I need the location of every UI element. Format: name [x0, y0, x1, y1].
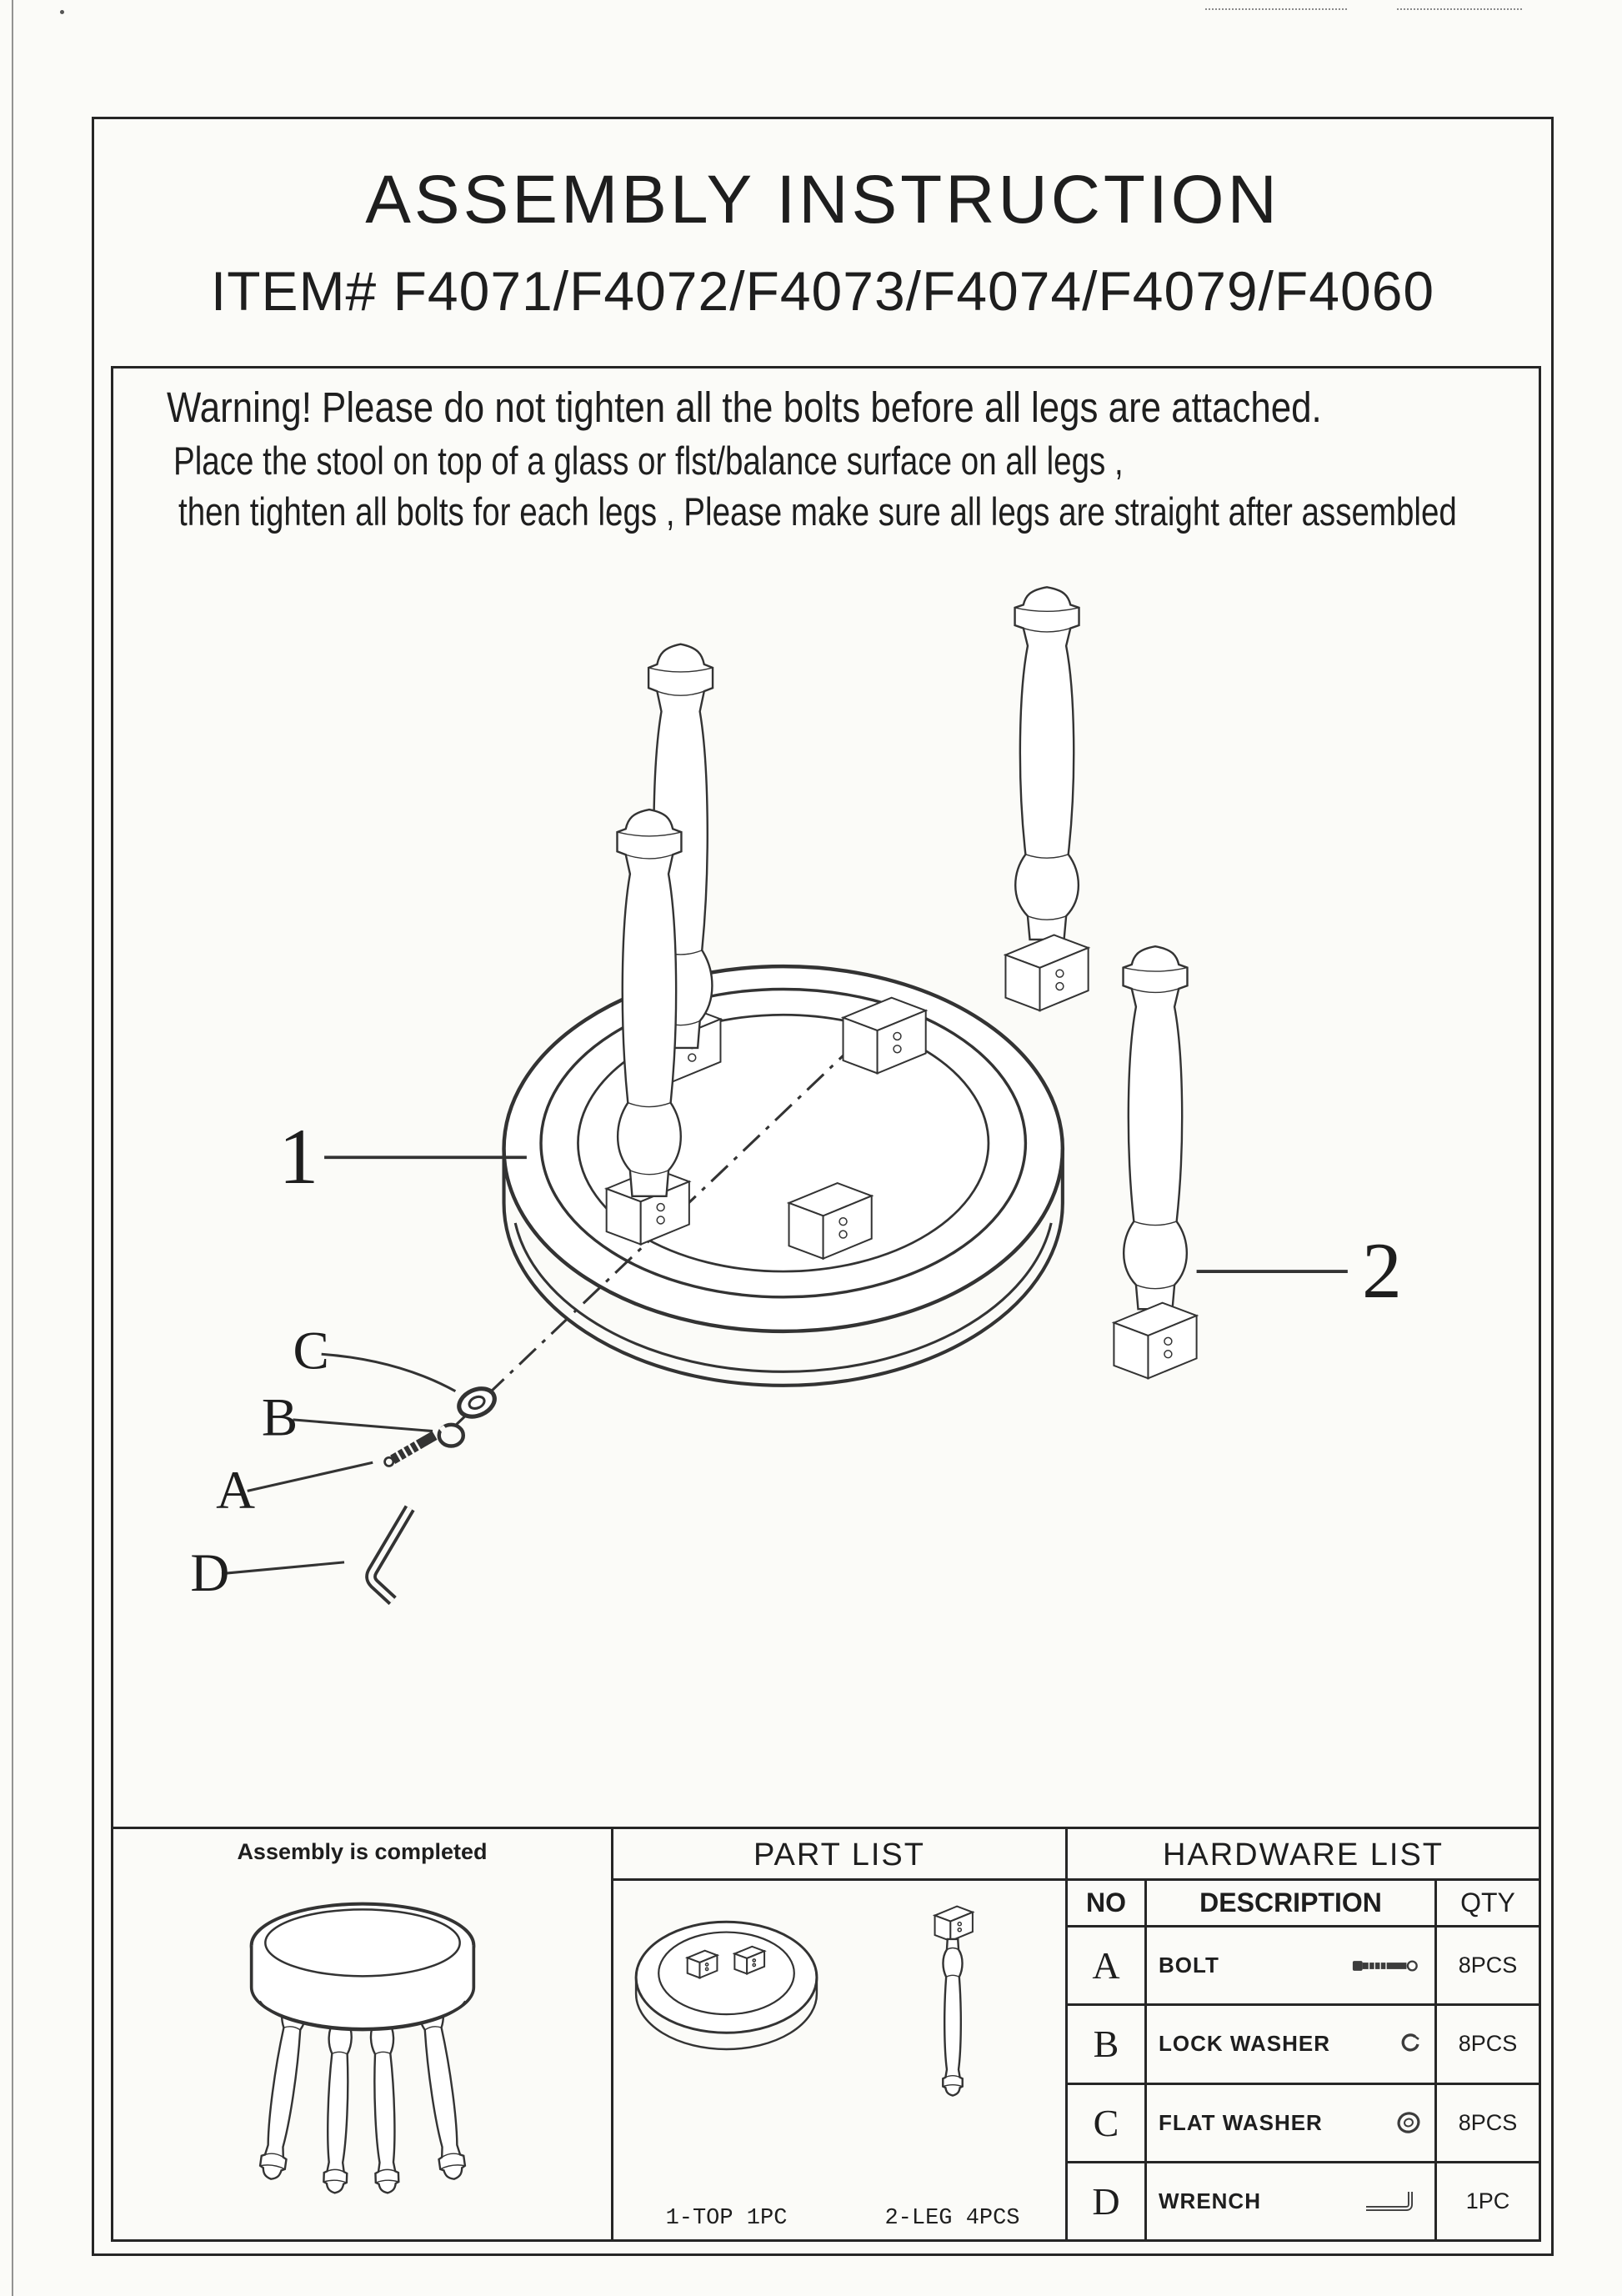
hardware-row-letter: B [1068, 2006, 1147, 2083]
hardware-row-qty: 8PCS [1458, 2031, 1518, 2057]
warning-line-1: Warning! Please do not tighten all the b… [167, 384, 1322, 431]
part-top-caption: 1-TOP 1PC [665, 2206, 788, 2231]
leg-block [1112, 1301, 1199, 1381]
warning-text: Warning! Please do not tighten all the b… [113, 368, 1539, 537]
page-title: ASSEMBLY INSTRUCTION [365, 162, 1280, 238]
hardware-row: B LOCK WASHER 8PCS [1068, 2006, 1539, 2085]
callout-line-bolt [247, 1461, 373, 1492]
item-number-line: ITEM# F4071/F4072/F4073/F4074/F4079/F406… [210, 260, 1435, 322]
hardware-row-qty: 1PC [1465, 2188, 1510, 2213]
lock-washer-icon [1401, 2033, 1419, 2052]
callout-label-flat-washer: C [293, 1321, 328, 1381]
scan-edge-line [12, 0, 13, 2296]
hardware-row-description-cell: WRENCH [1147, 2163, 1437, 2239]
hardware-row: A BOLT [1068, 1928, 1539, 2007]
stool-leg-detached [1124, 946, 1188, 1309]
scan-dot [60, 10, 64, 14]
main-content-box: Warning! Please do not tighten all the b… [111, 366, 1541, 2242]
warning-line-2: Place the stool on top of a glass or fls… [173, 439, 1124, 484]
hardware-row-description: FLAT WASHER [1159, 2109, 1323, 2135]
hardware-row-letter: A [1068, 1928, 1147, 2004]
callout-label-lock-washer: B [262, 1388, 298, 1448]
assembly-completed-panel: Assembly is completed [113, 1829, 613, 2239]
hardware-row-letter: C [1068, 2084, 1147, 2161]
wrench-icon [1366, 2192, 1413, 2212]
callout-line-flat-washer [321, 1352, 457, 1393]
wrench-drawing [365, 1505, 415, 1606]
stool-top-drawing [502, 964, 1065, 1387]
lock-washer-drawing [437, 1422, 466, 1448]
hardware-row-description-cell: BOLT [1147, 1928, 1437, 2004]
assembly-diagram: 1 2 C B [113, 579, 1539, 1879]
bolt-icon [1352, 1960, 1418, 1972]
callout-label-leg: 2 [1362, 1226, 1402, 1315]
part-list-panel: PART LIST 1-TOP 1PC [613, 1829, 1068, 2239]
callout-label-top: 1 [278, 1112, 318, 1201]
callout-line-wrench [221, 1561, 345, 1576]
hardware-col-no: NO [1068, 1881, 1147, 1925]
hardware-row-description: LOCK WASHER [1159, 2031, 1330, 2057]
flat-washer-drawing [457, 1386, 497, 1419]
hardware-row-letter: D [1068, 2163, 1147, 2239]
part-leg-caption: 2-LEG 4PCS [884, 2206, 1020, 2231]
warning-line-3: then tighten all bolts for each legs , P… [178, 489, 1457, 534]
part-list-title: PART LIST [613, 1829, 1065, 1881]
hardware-row-description: WRENCH [1159, 2188, 1261, 2213]
hardware-row-description-cell: FLAT WASHER [1147, 2084, 1437, 2161]
part-leg-drawing [934, 1905, 974, 2097]
part-leg-cell: 2-LEG 4PCS [839, 1881, 1065, 2239]
part-top-drawing [634, 1920, 819, 2051]
hardware-row: D WRENCH 1PC [1068, 2163, 1539, 2239]
hardware-col-description: DESCRIPTION [1147, 1881, 1437, 1925]
stool-leg [1015, 587, 1079, 940]
leg-block [1004, 933, 1090, 1012]
hardware-row-description: BOLT [1159, 1953, 1219, 1978]
flat-washer-icon [1397, 2112, 1420, 2133]
assembly-completed-caption: Assembly is completed [237, 1839, 488, 1864]
assembly-axis-line [454, 1015, 886, 1426]
hardware-list-panel: HARDWARE LIST NO DESCRIPTION QTY A BOLT [1068, 1829, 1539, 2239]
callout-label-bolt: A [216, 1461, 255, 1521]
assembled-stool-drawing [113, 1865, 611, 2198]
hardware-row-qty: 8PCS [1458, 1953, 1518, 1978]
scan-artifact [1205, 8, 1347, 10]
bolt-drawing [383, 1431, 438, 1467]
part-top-cell: 1-TOP 1PC [613, 1881, 839, 2239]
hardware-row: C FLAT WASHER 8PCS [1068, 2084, 1539, 2163]
hardware-col-qty: QTY [1460, 1887, 1515, 1918]
document-frame: ASSEMBLY INSTRUCTION ITEM# F4071/F4072/F… [92, 117, 1554, 2256]
scan-artifact [1397, 8, 1522, 10]
hardware-row-qty: 8PCS [1458, 2109, 1518, 2135]
footer-tables: Assembly is completed [113, 1827, 1539, 2239]
hardware-list-header-row: NO DESCRIPTION QTY [1068, 1881, 1539, 1928]
hardware-list-title: HARDWARE LIST [1068, 1829, 1539, 1881]
callout-line-lock-washer [293, 1418, 433, 1433]
hardware-row-description-cell: LOCK WASHER [1147, 2006, 1437, 2083]
callout-label-wrench: D [190, 1543, 229, 1603]
